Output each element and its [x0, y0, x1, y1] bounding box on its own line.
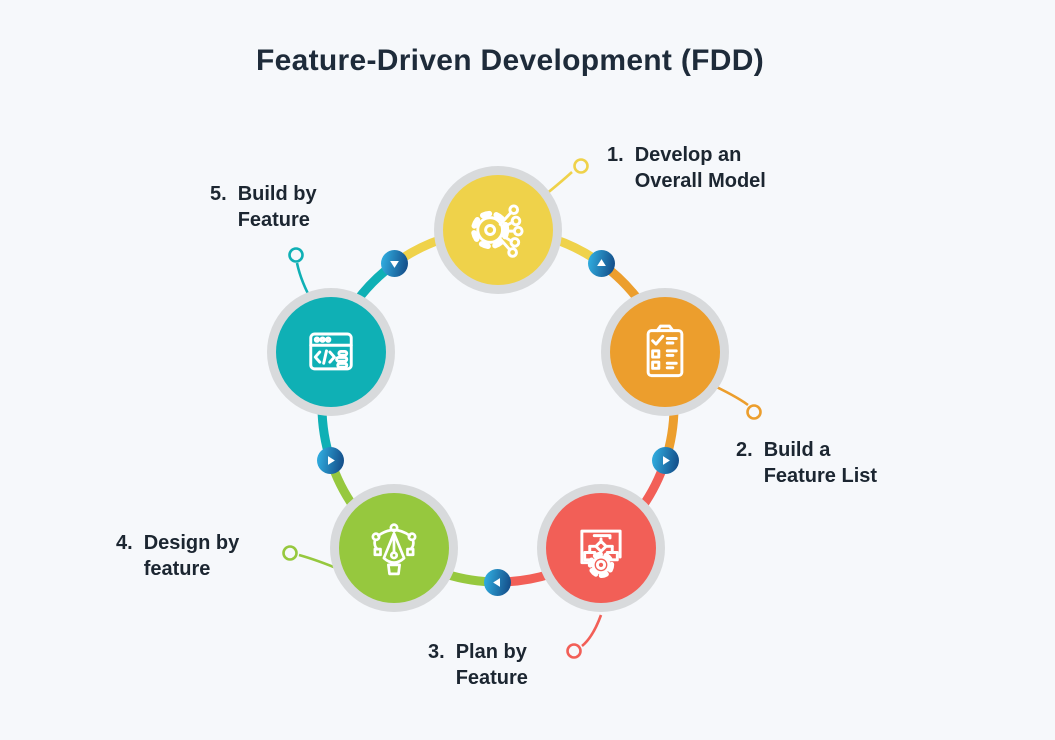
step-number: 2.: [736, 439, 753, 461]
step-node-plan: [537, 484, 665, 612]
flow-arrow-4-to-5: [317, 447, 344, 474]
pen-tool-icon: [371, 523, 417, 576]
step-number: 5.: [210, 183, 227, 205]
arrow-triangle-icon: [328, 456, 335, 465]
step-number: 3.: [428, 641, 445, 663]
step-number: 4.: [116, 532, 133, 554]
clipboard-checklist-icon: [646, 324, 684, 378]
label-connector-3: [566, 614, 603, 659]
step-node-build-feature: [267, 288, 395, 416]
step-node-feature-list: [601, 288, 729, 416]
arrow-triangle-icon: [663, 456, 670, 465]
arrow-triangle-icon: [493, 578, 500, 587]
flow-arrow-5-to-1: [381, 250, 408, 277]
code-window-icon: [309, 332, 353, 371]
gear-network-icon: [471, 204, 524, 258]
step-node-design: [330, 484, 458, 612]
flow-arrow-1-to-2: [588, 250, 615, 277]
flowchart-gear-icon: [580, 529, 622, 579]
flow-arrow-2-to-3: [652, 447, 679, 474]
step-number: 1.: [607, 144, 624, 166]
page-title: Feature-Driven Development (FDD): [255, 44, 764, 77]
arrow-triangle-icon: [597, 259, 606, 266]
flow-arrow-3-to-4: [484, 569, 511, 596]
arrow-triangle-icon: [390, 261, 399, 268]
step-node-develop-model: [434, 166, 562, 294]
